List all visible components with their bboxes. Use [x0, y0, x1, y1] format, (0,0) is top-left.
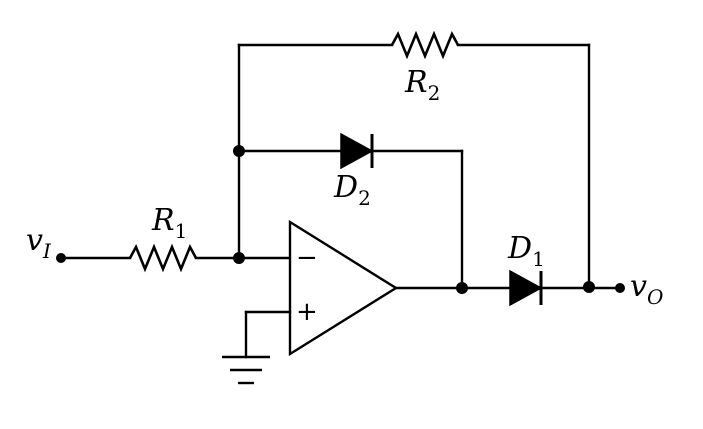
- input-label: vI: [26, 223, 52, 263]
- r1-label: R1: [151, 203, 187, 243]
- r2-label-main: R: [404, 65, 428, 100]
- r2-label: R2: [404, 65, 440, 105]
- r1-label-main: R: [151, 203, 175, 238]
- resistor-r1: [128, 243, 198, 273]
- output-terminal: [615, 283, 625, 293]
- d1-label-sub: 1: [532, 247, 545, 271]
- d1-label-main: D: [507, 231, 532, 266]
- input-terminal: [56, 253, 66, 263]
- input-label-sub: I: [42, 239, 52, 263]
- junction-dot-inverting: [233, 252, 245, 264]
- op-amp-icon: [288, 219, 399, 357]
- d2-label-sub: 2: [358, 186, 371, 210]
- diode-d2-icon: [340, 132, 374, 170]
- d2-label-main: D: [333, 170, 358, 205]
- noninverting-input-sign: +: [296, 297, 318, 327]
- output-label-main: v: [630, 269, 647, 304]
- junction-dot-d2: [233, 145, 245, 157]
- inverting-input-sign: −: [296, 243, 318, 273]
- output-label: vO: [630, 269, 663, 309]
- r1-label-sub: 1: [175, 219, 188, 243]
- input-label-main: v: [26, 223, 43, 258]
- junction-dot-opamp-output: [456, 282, 468, 294]
- d2-label: D2: [333, 170, 371, 210]
- output-label-sub: O: [647, 285, 663, 309]
- diode-d1-icon: [509, 269, 543, 307]
- resistor-r2: [390, 30, 460, 60]
- junction-dot-vo: [583, 281, 595, 293]
- r2-label-sub: 2: [428, 81, 441, 105]
- d1-label: D1: [507, 231, 545, 271]
